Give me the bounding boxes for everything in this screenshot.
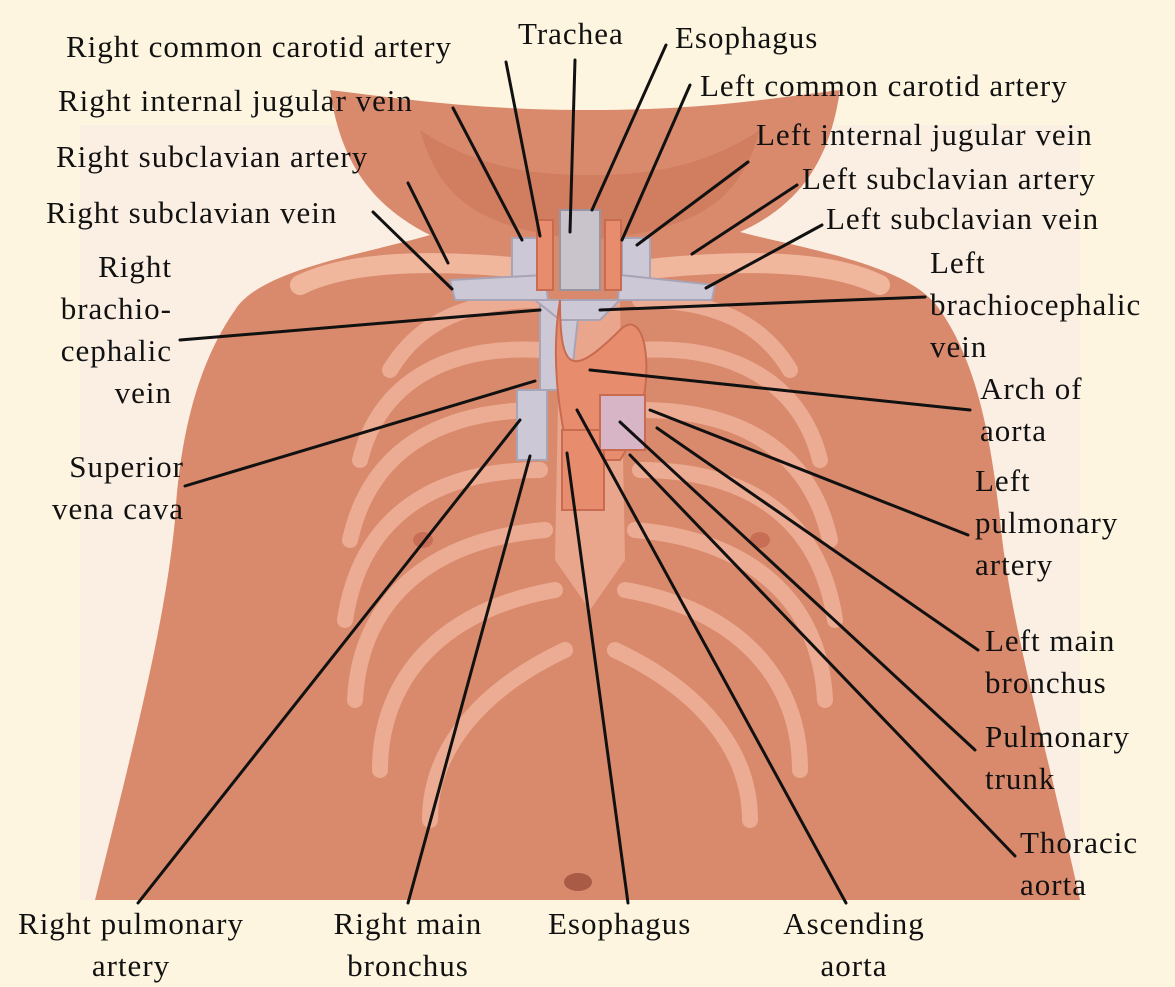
label-trachea: Trachea bbox=[518, 13, 624, 55]
label-thoracic-aorta: Thoracic aorta bbox=[1020, 822, 1138, 906]
label-esophagus-bottom: Esophagus bbox=[548, 903, 691, 945]
label-left-subclavian-vein: Left subclavian vein bbox=[826, 198, 1099, 240]
label-right-pulmonary-artery: Right pulmonary artery bbox=[0, 903, 262, 987]
label-left-pulmonary-artery: Left pulmonary artery bbox=[975, 460, 1118, 586]
label-left-common-carotid-artery: Left common carotid artery bbox=[700, 65, 1068, 107]
label-right-subclavian-artery: Right subclavian artery bbox=[56, 136, 368, 178]
label-right-internal-jugular-vein: Right internal jugular vein bbox=[58, 80, 413, 122]
label-ascending-aorta: Ascending aorta bbox=[770, 903, 938, 987]
label-pulmonary-trunk: Pulmonary trunk bbox=[985, 716, 1130, 800]
label-esophagus-top: Esophagus bbox=[675, 17, 818, 59]
label-right-subclavian-vein: Right subclavian vein bbox=[46, 192, 337, 234]
trachea-shape bbox=[560, 210, 600, 290]
label-right-common-carotid-artery: Right common carotid artery bbox=[66, 26, 452, 68]
label-superior-vena-cava: Superior vena cava bbox=[22, 446, 184, 530]
label-left-main-bronchus: Left main bronchus bbox=[985, 620, 1115, 704]
label-left-internal-jugular-vein: Left internal jugular vein bbox=[756, 114, 1093, 156]
label-left-subclavian-artery: Left subclavian artery bbox=[802, 158, 1096, 200]
label-right-brachiocephalic-vein: Right brachio- cephalic vein bbox=[40, 246, 172, 414]
label-arch-of-aorta: Arch of aorta bbox=[980, 368, 1083, 452]
label-right-main-bronchus: Right main bronchus bbox=[322, 903, 494, 987]
label-left-brachiocephalic-vein: Left brachiocephalic vein bbox=[930, 242, 1141, 368]
